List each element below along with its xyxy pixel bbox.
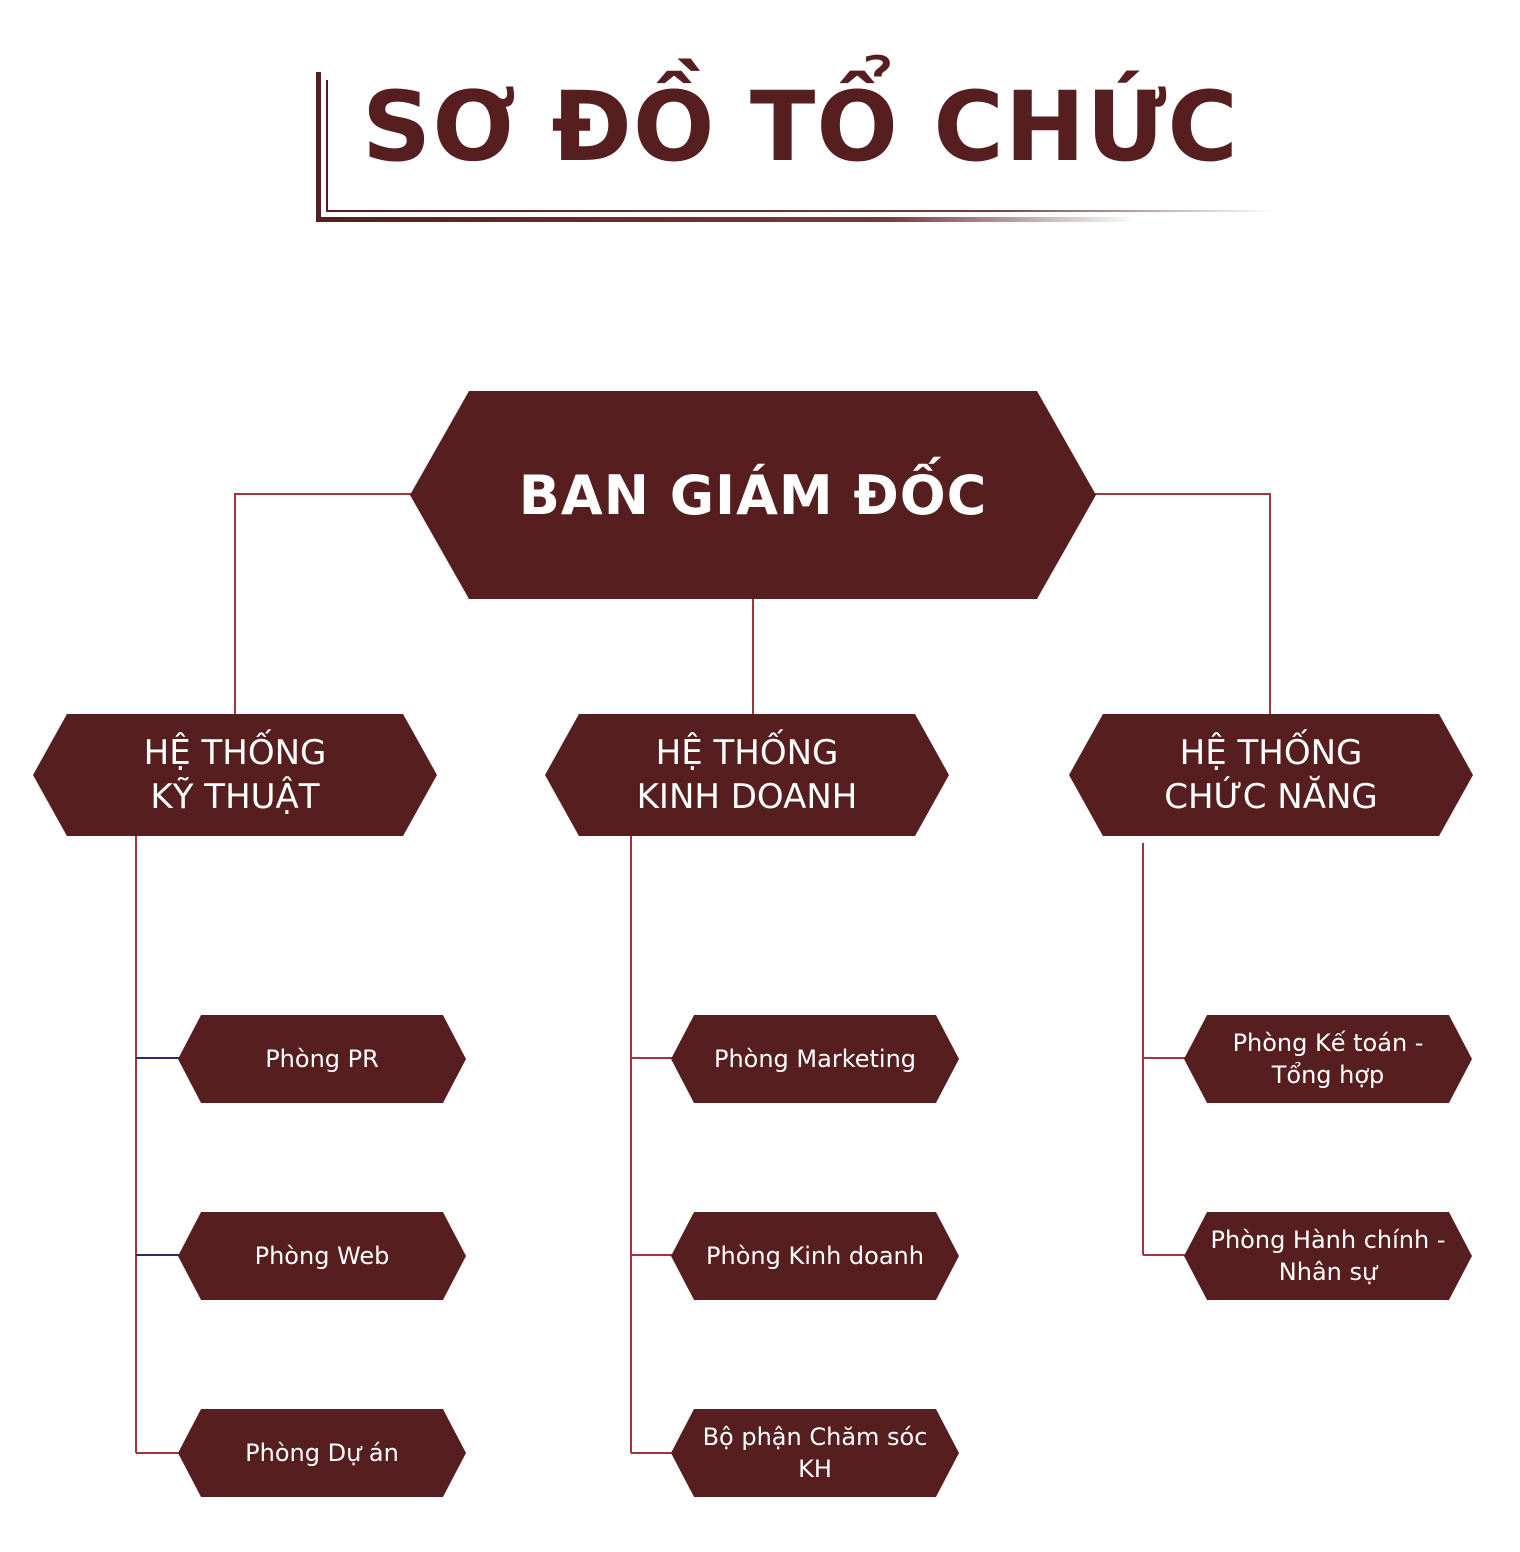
node-business-division-label: HỆ THỐNG KINH DOANH <box>636 733 858 817</box>
title-frame-underline-outer <box>316 217 1136 222</box>
node-project-department: Phòng Dự án <box>178 1409 466 1497</box>
node-marketing-department: Phòng Marketing <box>671 1015 959 1103</box>
node-functional-division-label: HỆ THỐNG CHỨC NĂNG <box>1164 733 1378 817</box>
title-frame <box>316 72 1276 222</box>
node-business-division: HỆ THỐNG KINH DOANH <box>545 714 949 836</box>
title-frame-vertical-outer <box>316 72 321 222</box>
connector-root-to-technical <box>234 493 412 716</box>
node-sales-department: Phòng Kinh doanh <box>671 1212 959 1300</box>
node-hr-department-label: Phòng Hành chính - Nhân sự <box>1210 1226 1446 1286</box>
connector-root-to-functional <box>1094 493 1271 716</box>
node-marketing-department-label: Phòng Marketing <box>713 1045 917 1073</box>
title-frame-underline-inner <box>326 210 1276 212</box>
node-project-department-label: Phòng Dự án <box>245 1439 399 1467</box>
page-title: SƠ ĐỒ TỔ CHỨC <box>362 71 1239 183</box>
node-board-of-directors: BAN GIÁM ĐỐC <box>410 391 1096 599</box>
node-web-department: Phòng Web <box>178 1212 466 1300</box>
node-customer-care-department-label: Bộ phận Chăm sóc KH <box>702 1423 928 1483</box>
title-frame-vertical-inner <box>326 80 328 212</box>
node-customer-care-department: Bộ phận Chăm sóc KH <box>671 1409 959 1497</box>
node-accounting-department-label: Phòng Kế toán - Tổng hợp <box>1232 1029 1424 1089</box>
node-pr-department: Phòng PR <box>178 1015 466 1103</box>
node-functional-division: HỆ THỐNG CHỨC NĂNG <box>1069 714 1473 836</box>
node-technical-division-label: HỆ THỐNG KỸ THUẬT <box>143 733 327 817</box>
node-web-department-label: Phòng Web <box>254 1242 390 1270</box>
node-accounting-department: Phòng Kế toán - Tổng hợp <box>1184 1015 1472 1103</box>
node-hr-department: Phòng Hành chính - Nhân sự <box>1184 1212 1472 1300</box>
node-technical-division: HỆ THỐNG KỸ THUẬT <box>33 714 437 836</box>
node-sales-department-label: Phòng Kinh doanh <box>706 1242 924 1270</box>
node-board-of-directors-label: BAN GIÁM ĐỐC <box>518 463 988 527</box>
node-pr-department-label: Phòng PR <box>265 1045 379 1073</box>
